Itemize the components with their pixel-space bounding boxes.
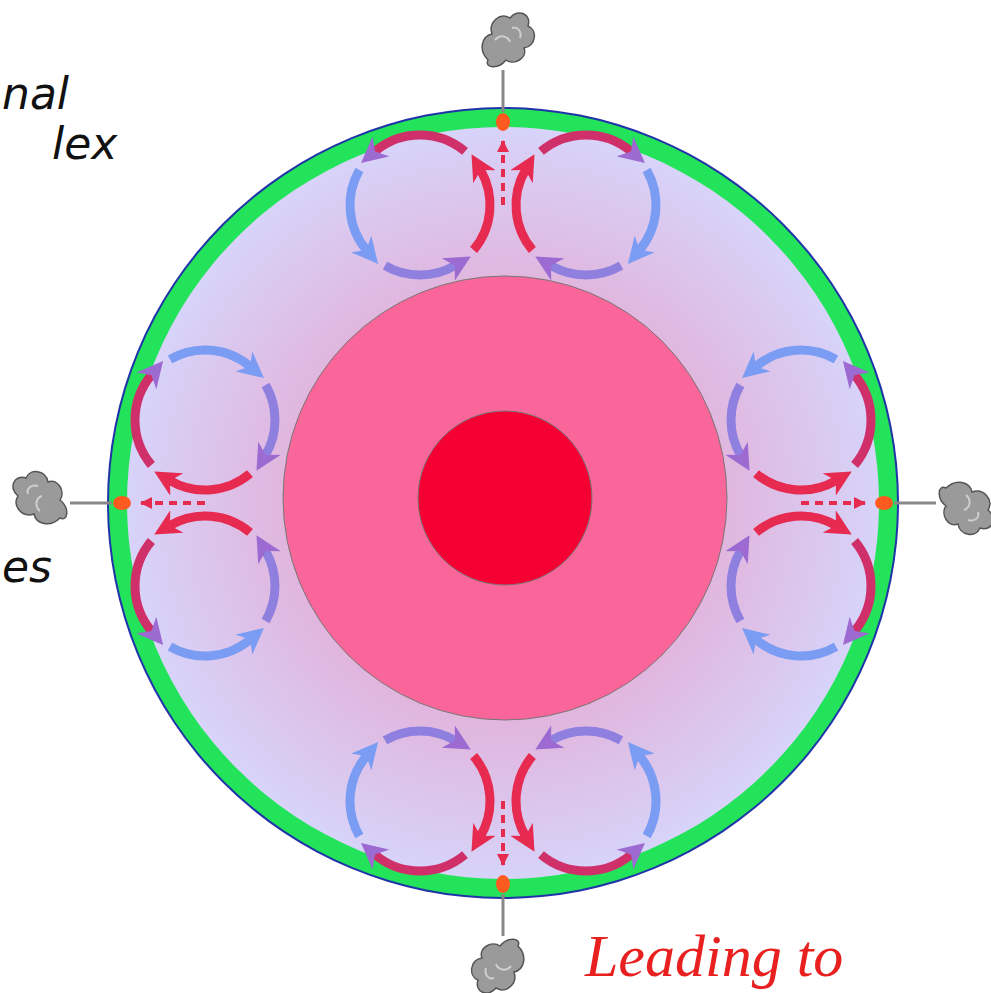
lead-in-text: Leading to xyxy=(585,926,843,986)
cropped-caption-fragment: nal xyxy=(2,72,69,116)
cropped-caption-fragment: lex xyxy=(52,122,117,166)
cropped-caption-fragment: es xyxy=(2,545,52,589)
